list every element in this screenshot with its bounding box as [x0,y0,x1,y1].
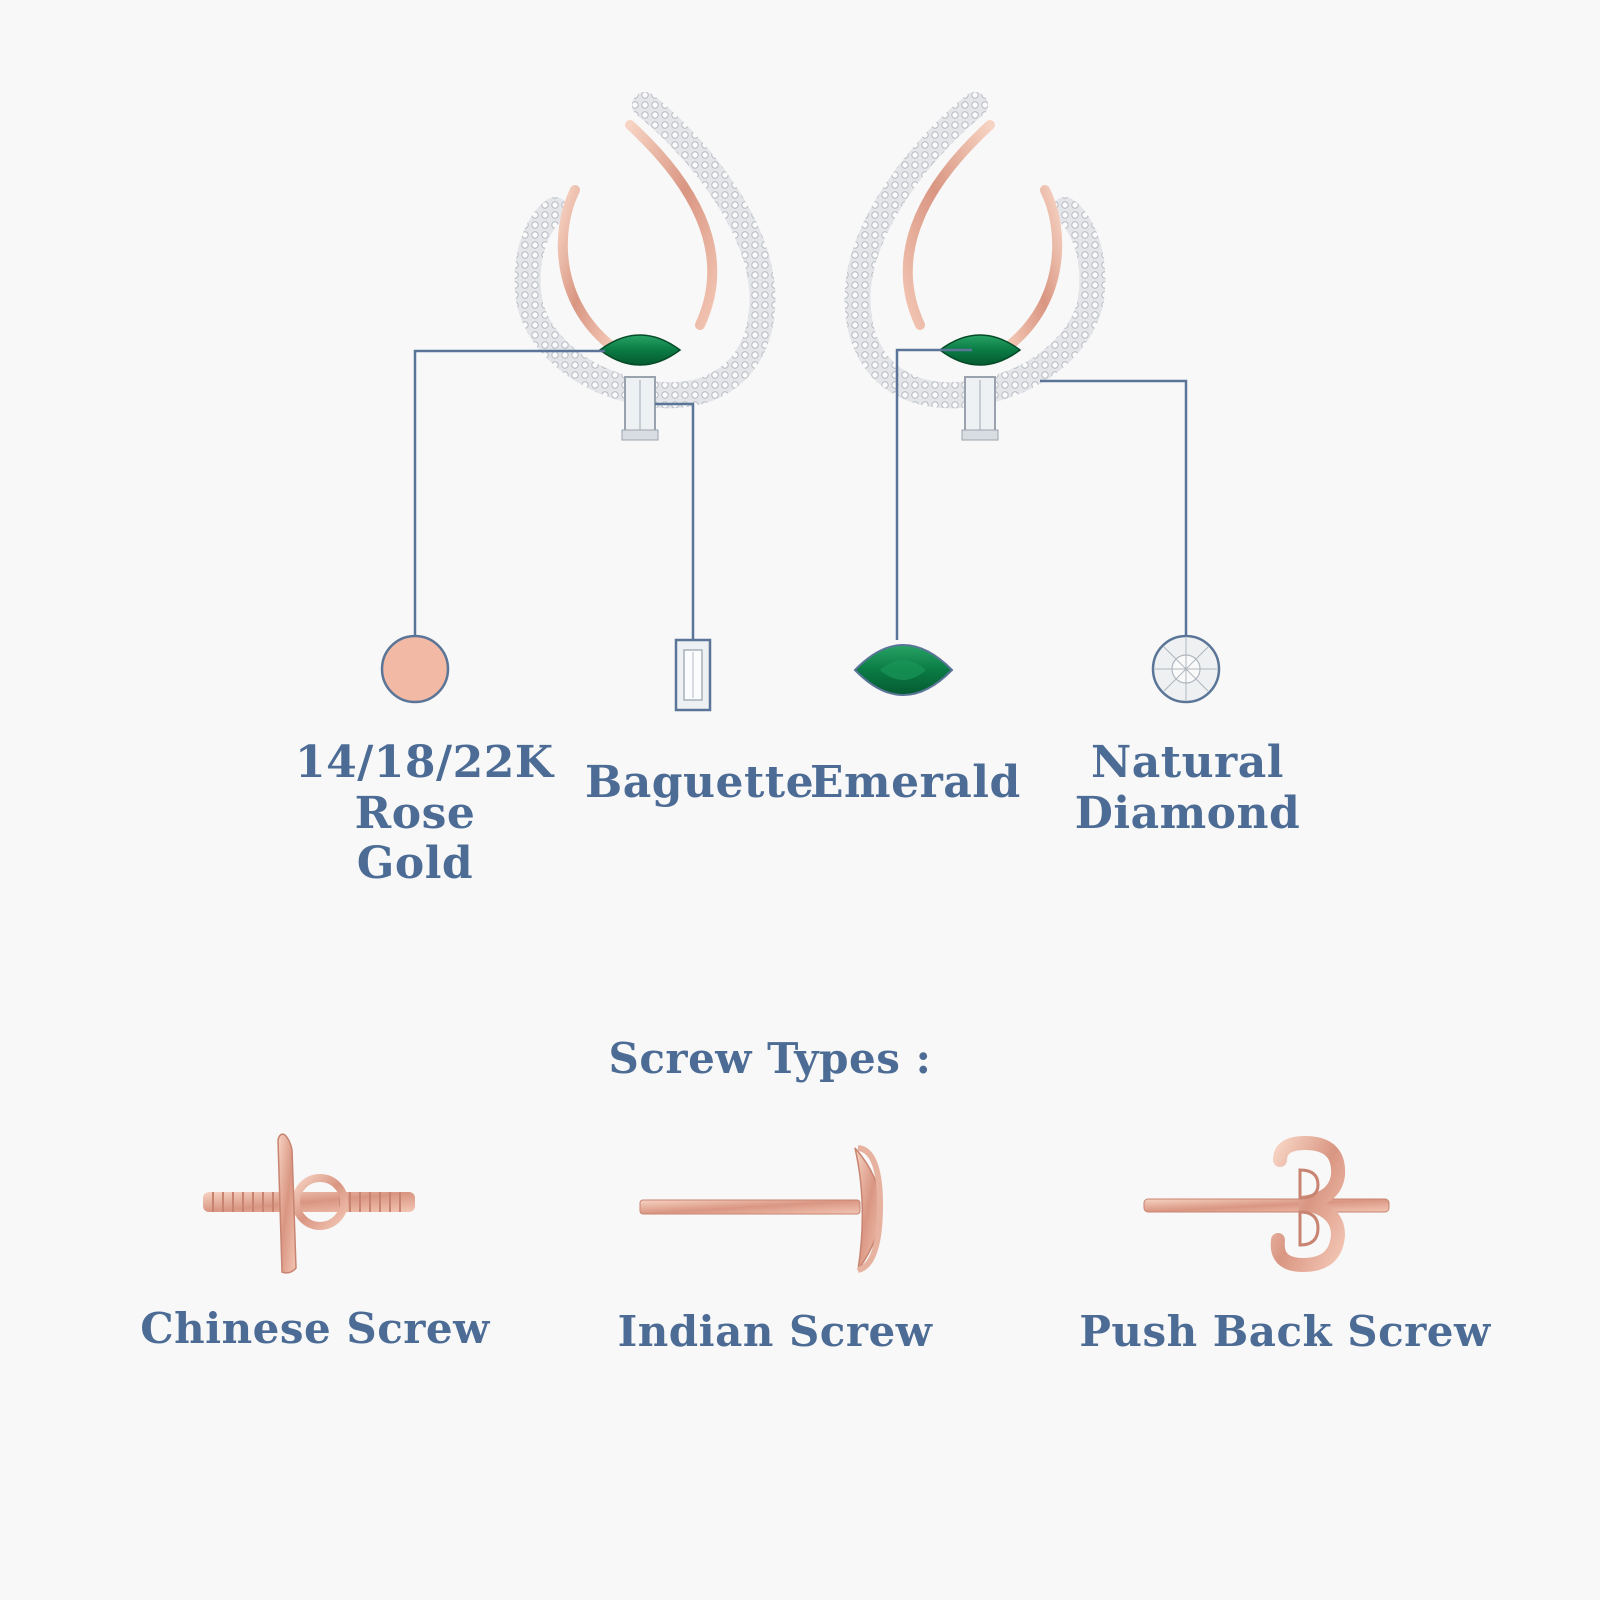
caption-chinese-screw: Chinese Screw [140,1304,490,1353]
indian-screw-icon [639,1145,884,1273]
callout-lines [413,348,1188,640]
label-diamond-line1: Natural [1091,737,1284,788]
caption-indian-screw: Indian Screw [617,1307,933,1356]
left-earring [514,92,776,441]
label-rose-gold-karat: 14/18/22K [295,737,554,788]
push-back-screw-icon [1143,1135,1390,1273]
label-emerald-text: Emerald [810,757,1021,808]
label-emerald: Emerald [810,757,1021,809]
label-rose-gold: 14/18/22K Rose Gold [295,737,554,890]
emerald-marquise-icon [853,644,954,696]
callout-emerald [895,348,972,640]
label-rose-gold-metal: Rose Gold [354,787,476,890]
round-diamond-icon [1151,634,1221,704]
screw-types-heading: Screw Types : [608,1034,932,1083]
label-baguette-text: Baguette [585,757,815,808]
chinese-screw-icon [203,1133,415,1274]
rose-gold-swatch-icon [380,634,450,704]
callout-baguette [655,402,695,640]
right-earring [844,92,1106,441]
caption-push-back-screw: Push Back Screw [1079,1307,1491,1356]
label-natural-diamond: Natural Diamond [1070,737,1305,839]
label-baguette: Baguette [585,757,815,809]
baguette-stone-icon [674,638,712,712]
callout-rose-gold [413,349,605,638]
callout-diamond [1040,379,1188,637]
label-diamond-line2: Diamond [1074,787,1301,839]
